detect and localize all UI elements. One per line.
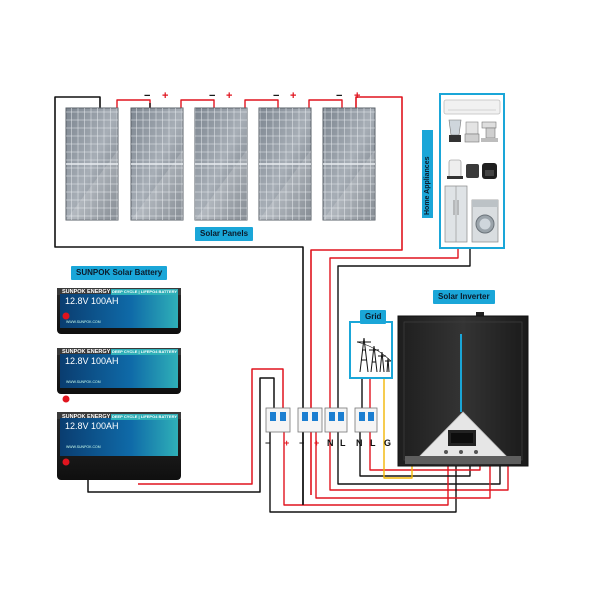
battery-brand-text: SUNPOK ENERGY	[62, 349, 111, 355]
terminal-pv-pos: +	[314, 438, 320, 448]
terminal-acout-n: N	[327, 438, 334, 448]
terminal-pv-neg: −	[299, 438, 305, 448]
wiring	[54, 96, 509, 513]
home-appliances-label: Home Appliances	[422, 130, 433, 218]
refrigerator-icon	[444, 185, 468, 243]
battery-model-text: 12.8V 100AH	[65, 296, 119, 306]
grid-label: Grid	[360, 310, 387, 324]
battery-breaker	[265, 407, 291, 433]
panel-1-2-neg-label: −	[144, 90, 151, 102]
solar-panel-5	[322, 107, 376, 221]
solar-panel-2	[130, 107, 184, 221]
solar-panel-3	[194, 107, 248, 221]
air-fryer-icon	[482, 163, 497, 179]
battery-2-label: SUNPOK ENERGY DEEP CYCLE | LIFEPO4 BATTE…	[62, 349, 178, 384]
solar-inverter-label: Solar Inverter	[433, 290, 495, 304]
ac-out-breaker	[324, 407, 348, 433]
stand-mixer-icon	[481, 121, 498, 142]
panel-4-5-neg-label: −	[336, 90, 343, 102]
home-appliances-panel	[439, 93, 505, 249]
panel-2-3-pos-label: +	[226, 90, 233, 102]
battery-1-label: SUNPOK ENERGY DEEP CYCLE | LIFEPO4 BATTE…	[62, 289, 178, 324]
battery-brand-text: SUNPOK ENERGY	[62, 414, 111, 420]
washing-machine-icon	[471, 199, 499, 243]
panel-1-2-pos-label: +	[162, 90, 169, 102]
battery-breaker-out-neg	[269, 430, 457, 513]
terminal-battery-pos: +	[284, 438, 290, 448]
grid-box	[349, 321, 393, 379]
panel-2-3-neg-label: −	[209, 90, 216, 102]
battery-breaker-out-pos	[283, 430, 449, 506]
battery-chem-text: DEEP CYCLE | LIFEPO4 BATTERY	[110, 349, 178, 355]
battery-brand-text: SUNPOK ENERGY	[62, 289, 111, 295]
pv-out-pos	[315, 430, 491, 499]
panel-link-2	[180, 99, 215, 108]
battery-model-text: 12.8V 100AH	[65, 356, 119, 366]
battery-3-label: SUNPOK ENERGY DEEP CYCLE | LIFEPO4 BATTE…	[62, 414, 178, 449]
terminal-ground: G	[384, 438, 392, 448]
panel-3-4-pos-label: +	[290, 90, 297, 102]
terminal-battery-neg: −	[265, 438, 271, 448]
appliances-neutral-wire	[337, 248, 501, 485]
grid-ground-wire	[383, 378, 413, 479]
air-conditioner-icon	[443, 99, 501, 115]
battery-chem-text: DEEP CYCLE | LIFEPO4 BATTERY	[110, 414, 178, 420]
battery-site-text: WWW.SUNPOK.COM	[66, 380, 101, 384]
battery-positive-wire	[138, 368, 284, 485]
kettle-icon	[447, 159, 463, 179]
blender-icon	[448, 119, 462, 142]
appliances-live-wire	[329, 248, 509, 491]
pv-breaker	[297, 407, 323, 433]
transmission-tower-icon	[356, 337, 392, 373]
solar-panel-1	[65, 107, 119, 221]
panel-link-4	[308, 99, 343, 108]
grid-out-n	[359, 430, 471, 477]
panel-link-3	[244, 99, 279, 108]
food-processor-icon	[464, 121, 480, 143]
grid-breaker	[354, 407, 378, 433]
solar-panel-4	[258, 107, 312, 221]
panel-string-red-wire	[310, 96, 403, 495]
solar-panels-label: Solar Panels	[195, 227, 254, 241]
terminal-grid-n: N	[356, 438, 363, 448]
panel-3-4-neg-label: −	[273, 90, 280, 102]
battery-title-label: SUNPOK Solar Battery	[71, 266, 168, 280]
battery-chem-text: DEEP CYCLE | LIFEPO4 BATTERY	[110, 289, 178, 295]
panel-4-5-pos-label: +	[354, 90, 361, 102]
battery-negative-wire	[87, 377, 275, 493]
solar-inverter	[397, 312, 529, 467]
terminal-grid-l: L	[370, 438, 376, 448]
solar-panel-array	[65, 107, 376, 221]
panel-string-black-wire	[54, 96, 304, 505]
battery-site-text: WWW.SUNPOK.COM	[66, 445, 101, 449]
toaster-icon	[466, 164, 479, 178]
battery-site-text: WWW.SUNPOK.COM	[66, 320, 101, 324]
terminal-acout-l: L	[340, 438, 346, 448]
breakers	[265, 407, 378, 433]
battery-model-text: 12.8V 100AH	[65, 421, 119, 431]
